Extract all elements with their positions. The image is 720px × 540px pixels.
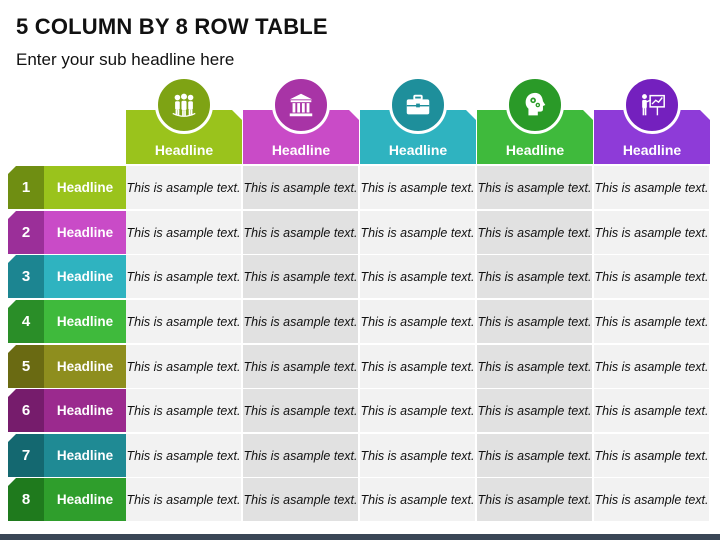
row-number-8: 8 [8,478,44,521]
row-header-7: Headline [44,434,126,477]
briefcase-icon [389,76,447,134]
bottom-bar [0,534,720,540]
row-number-5: 5 [8,345,44,388]
row-number-7: 7 [8,434,44,477]
column-header-label: Headline [271,142,331,158]
row-number-4: 4 [8,300,44,343]
row-number-6: 6 [8,389,44,432]
row-number-1: 1 [8,166,44,209]
row-header-1: Headline [44,166,126,209]
column-header-label: Headline [622,142,682,158]
bank-icon [272,76,330,134]
column-header-label: Headline [154,142,214,158]
row-number-3: 3 [8,255,44,298]
presentation-icon [623,76,681,134]
brain-gear-icon [506,76,564,134]
column-header-3: Headline [360,110,476,164]
team-icon [155,76,213,134]
row-header-5: Headline [44,345,126,388]
column-header-label: Headline [505,142,565,158]
slide-subtitle: Enter your sub headline here [16,50,235,69]
row-header-4: Headline [44,300,126,343]
slide-title: 5 COLUMN BY 8 ROW TABLE [16,14,328,39]
row-header-8: Headline [44,478,126,521]
column-header-label: Headline [388,142,448,158]
row-header-6: Headline [44,389,126,432]
row-number-2: 2 [8,211,44,254]
row-header-2: Headline [44,211,126,254]
row-header-3: Headline [44,255,126,298]
